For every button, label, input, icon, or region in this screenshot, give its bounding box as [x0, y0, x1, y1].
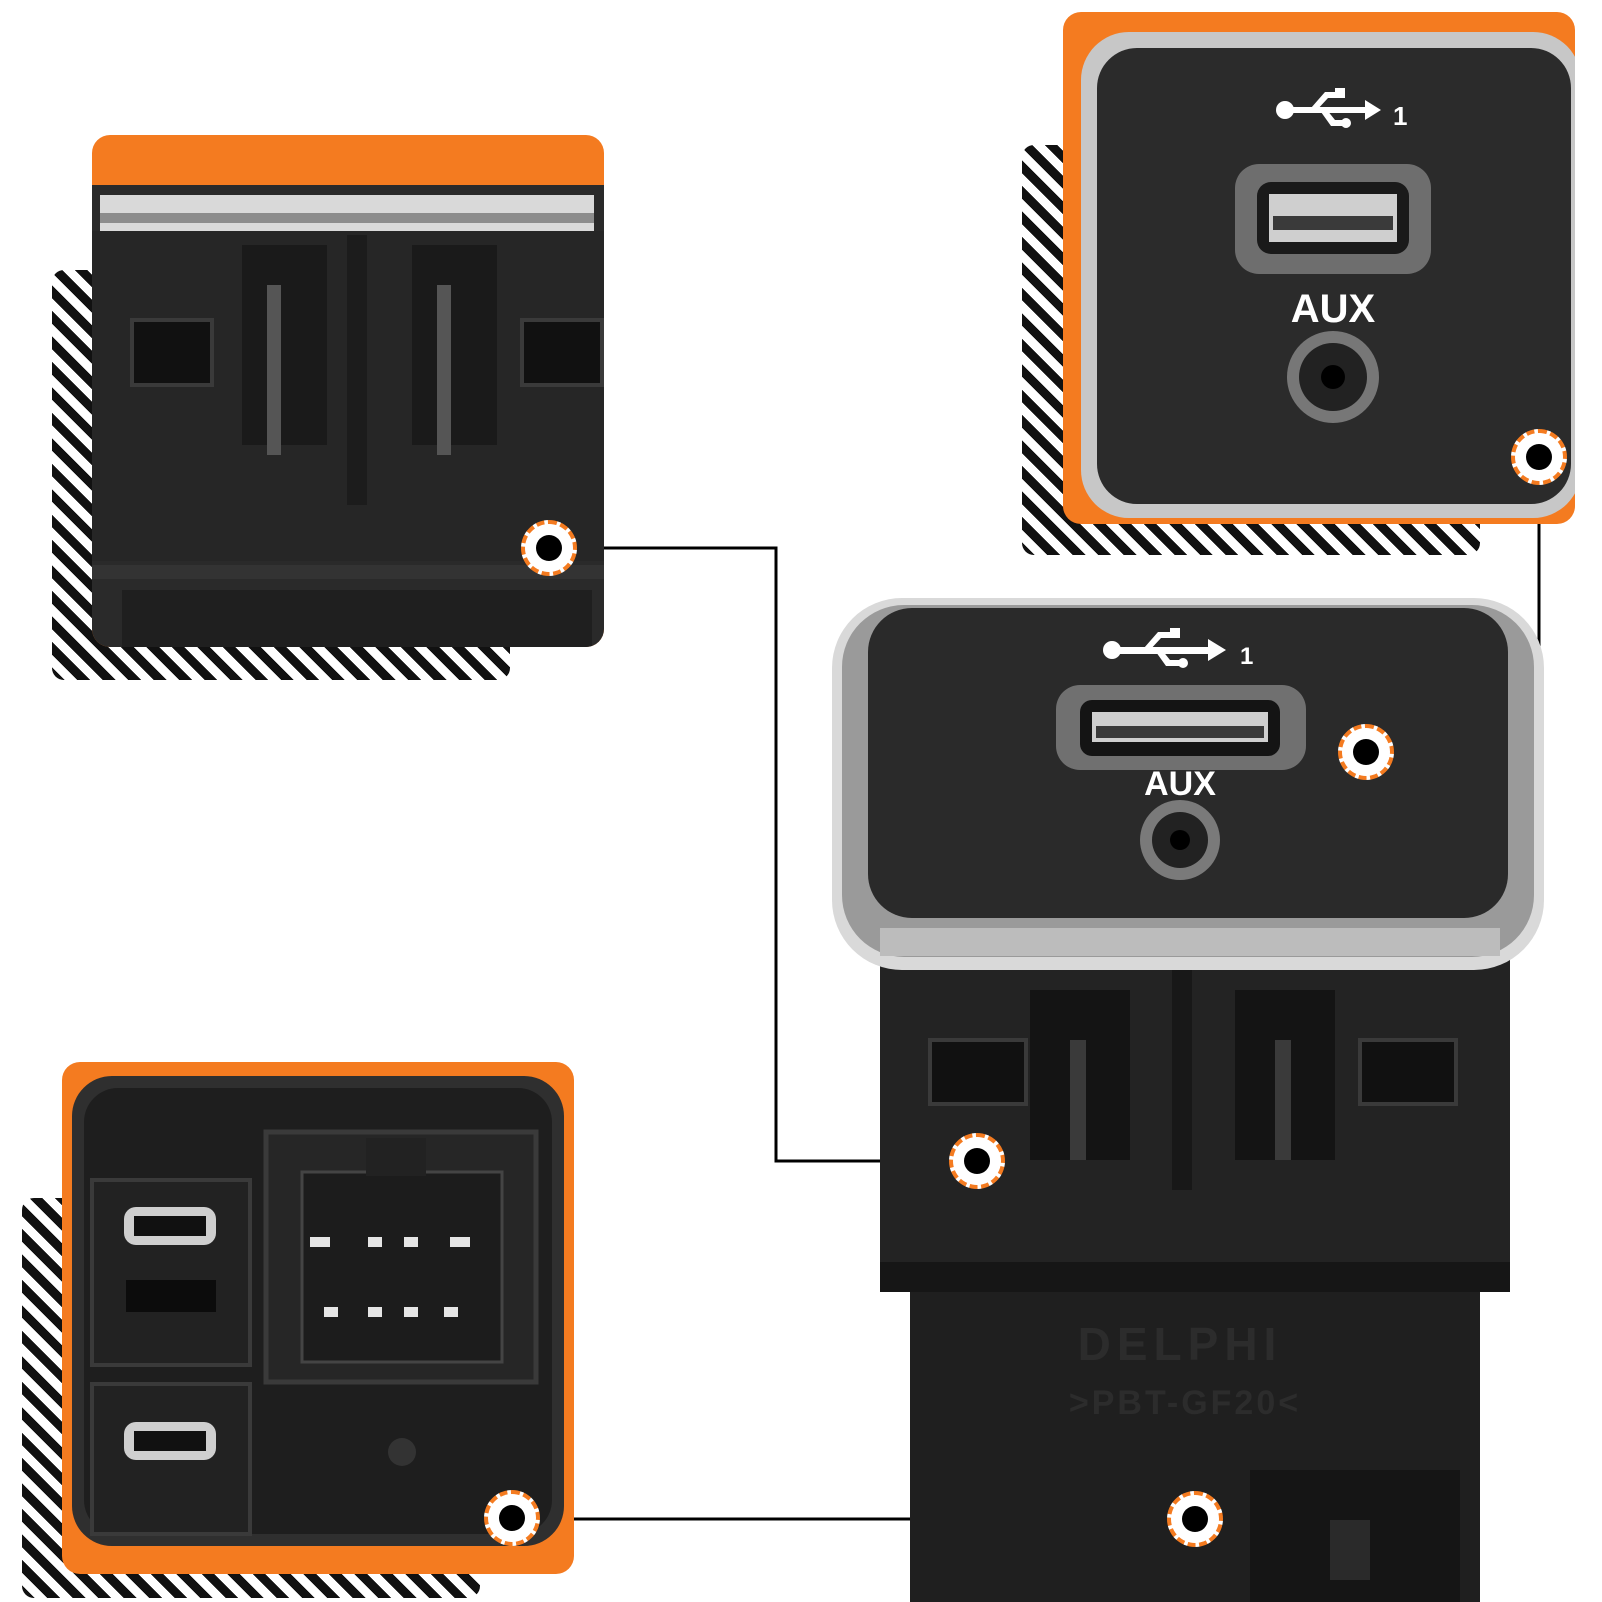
aux-label-closeup: AUX — [1291, 287, 1376, 331]
hotspot-main-rear[interactable] — [1167, 1491, 1223, 1547]
zoom-panel-front: 1 AUX — [1063, 12, 1575, 524]
front-panel-closeup-photo: 1 AUX — [1081, 32, 1575, 518]
zoom-panel-clips — [92, 135, 604, 647]
usb-port-number-closeup: 1 — [1393, 101, 1407, 131]
clips-closeup-photo — [92, 185, 604, 647]
connectors-closeup-photo — [72, 1076, 564, 1546]
hotspot-front-panel[interactable] — [1511, 429, 1567, 485]
hotspot-connectors[interactable] — [484, 1490, 540, 1546]
hotspot-main-clips[interactable] — [949, 1133, 1005, 1189]
zoom-panel-connectors — [62, 1062, 574, 1574]
hotspot-clips-detail[interactable] — [521, 520, 577, 576]
hotspot-main-front-panel[interactable] — [1338, 724, 1394, 780]
